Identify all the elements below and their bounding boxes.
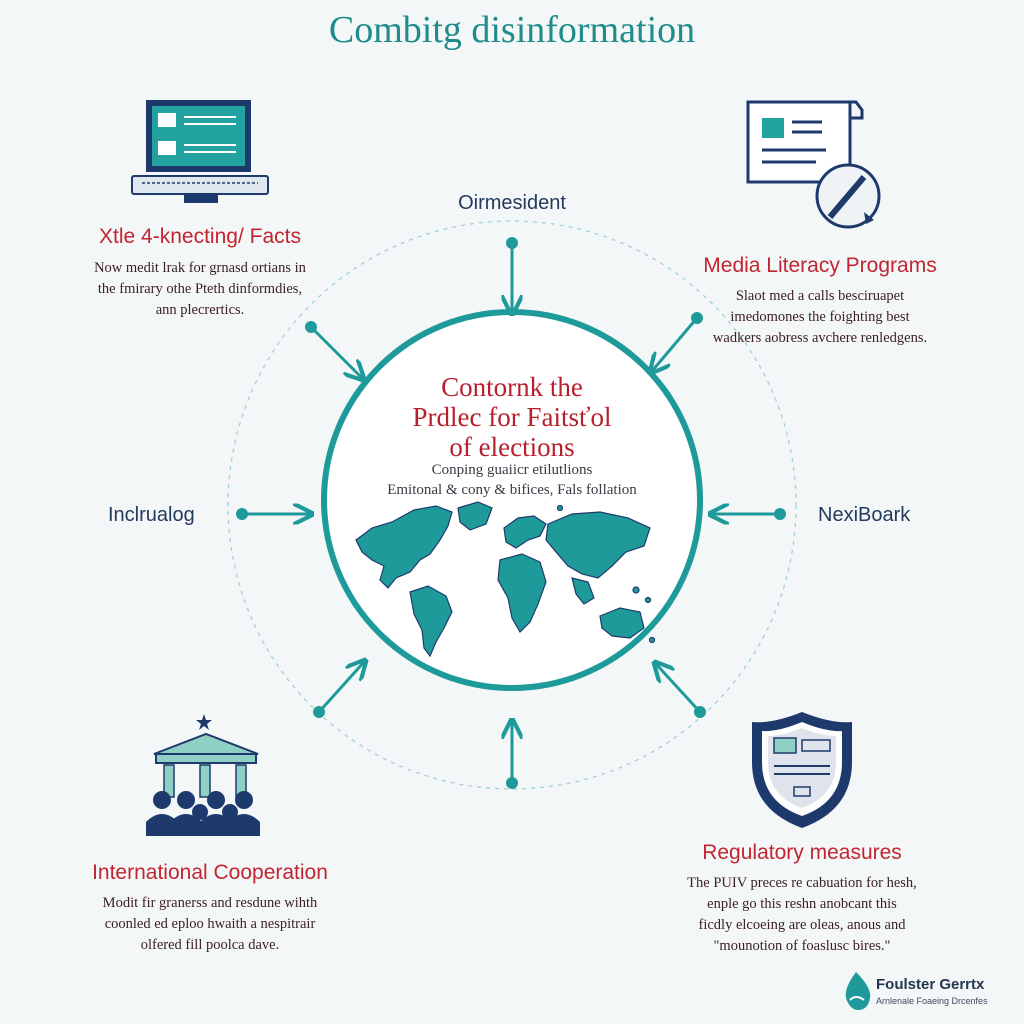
arrow-top-left — [305, 321, 363, 379]
media-literacy-description: Slaot med a calls besciruapet imedomones… — [690, 286, 950, 349]
media-literacy-line-3: wadkers aobress avchere renledgens. — [712, 330, 928, 346]
document-pencil-icon — [746, 100, 881, 229]
inner-circle — [321, 309, 703, 691]
label-left: Inclrualog — [108, 504, 195, 526]
center-title: Contornk the Prdlec for Faitsťol of elec… — [362, 372, 662, 462]
fact-checking-line-2: the fmirary othe Pteth dinformdies, — [97, 281, 303, 297]
world-map-icon — [355, 501, 656, 658]
center-title-line-1: Contornk the — [441, 372, 583, 402]
arrow-left — [236, 510, 311, 519]
international-cooperation-heading: International Cooperation — [92, 861, 328, 884]
logo-icon — [845, 972, 871, 1010]
arrow-bottom-left — [313, 662, 365, 718]
regulatory-measures-description: The PUIV preces re cabuation for hesh, e… — [662, 873, 942, 957]
label-top: Oirmesident — [458, 192, 566, 214]
center-subtitle-line-1: Conping guaiicr etilutlions — [431, 462, 593, 478]
international-line-2: coonled ed eploo hwaith a nespitrair — [104, 916, 316, 932]
arrow-bottom — [508, 722, 517, 789]
center-subtitle-line-2: Emitonal & cony & bifices, Fals follatio… — [387, 482, 637, 498]
international-line-1: Modit fir granerss and resdune wihth — [102, 895, 318, 911]
regulatory-line-4: "mounotion of foaslusc bires." — [713, 938, 891, 954]
fact-checking-heading: Xtle 4-knecting/ Facts — [99, 225, 301, 248]
media-literacy-line-2: imedomones the foighting best — [730, 309, 910, 325]
arrow-bottom-right — [656, 664, 706, 718]
government-building-icon — [146, 714, 260, 836]
regulatory-line-2: enple go this reshn anobcant this — [707, 896, 897, 912]
page-title: Combitg disinformation — [328, 9, 696, 51]
fact-checking-description: Now medit lrak for grnasd ortians in the… — [60, 258, 340, 321]
fact-checking-line-1: Now medit lrak for grnasd ortians in — [94, 260, 306, 276]
regulatory-line-3: ficdly elcoeing are oleas, anous and — [698, 917, 906, 933]
arrow-top — [508, 237, 517, 313]
laptop-icon — [131, 100, 269, 203]
center-subtitle: Conping guaiicr etilutlions Emitonal & c… — [362, 460, 662, 500]
shield-icon — [752, 712, 852, 828]
arrow-right — [712, 510, 786, 519]
regulatory-measures-heading: Regulatory measures — [702, 841, 902, 864]
regulatory-line-1: The PUIV preces re cabuation for hesh, — [687, 875, 917, 891]
media-literacy-heading: Media Literacy Programs — [703, 254, 937, 277]
label-right: NexiBoark — [818, 504, 911, 526]
arrow-top-right — [652, 312, 703, 372]
fact-checking-line-3: ann plecrertics. — [155, 302, 245, 318]
inward-arrows — [236, 237, 786, 789]
media-literacy-line-1: Slaot med a calls besciruapet — [735, 288, 905, 304]
logo-tagline: Arnlenale Foaeing Drcenfes — [876, 996, 988, 1006]
center-title-line-2: Prdlec for Faitsťol — [412, 402, 612, 432]
logo-name: Foulster Gerrtx — [876, 976, 985, 993]
international-cooperation-description: Modit fir granerss and resdune wihth coo… — [70, 893, 350, 956]
center-title-line-3: of elections — [449, 432, 575, 462]
international-line-3: olfered fill poolca dave. — [140, 937, 280, 953]
outer-dashed-ring — [227, 220, 797, 790]
